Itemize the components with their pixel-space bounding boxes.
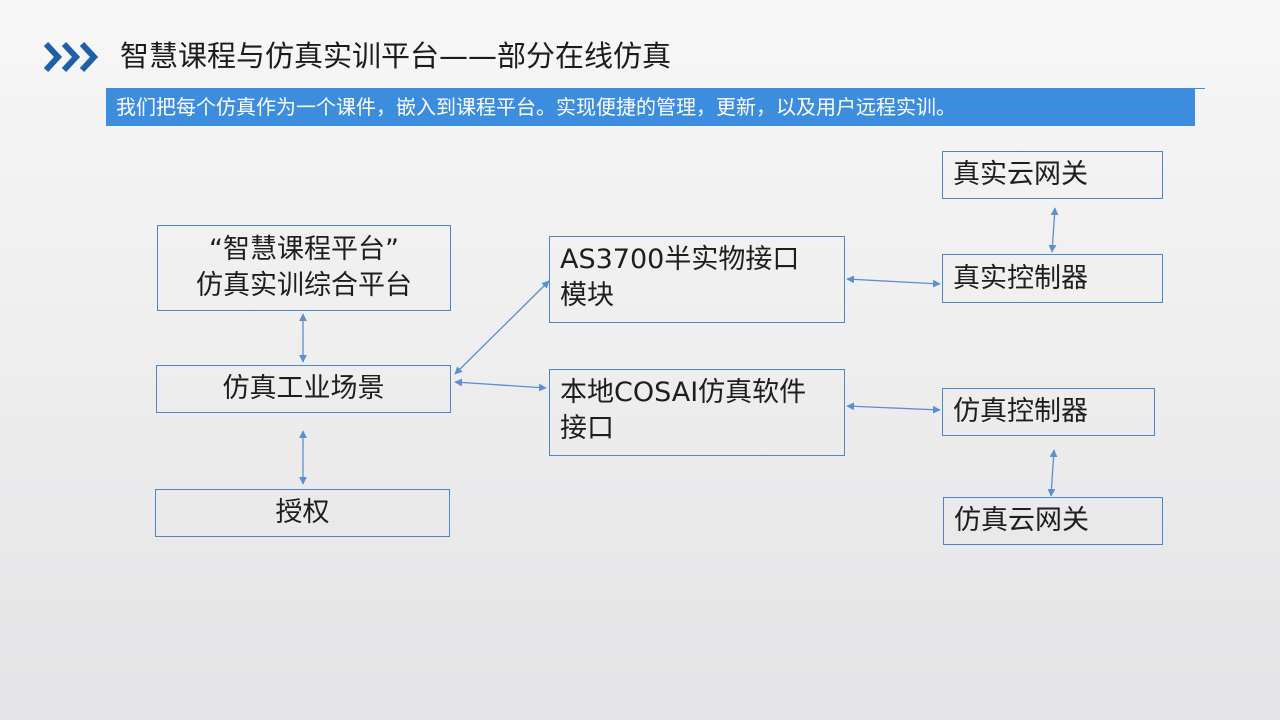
node-sim-controller: 仿真控制器 [942, 388, 1155, 436]
edge-cosai-sim-controller [846, 402, 941, 414]
node-platform: “智慧课程平台” 仿真实训综合平台 [157, 225, 451, 311]
edge-industrial-scene-as3700 [454, 280, 550, 375]
edge-sim-controller-sim-gateway [1047, 449, 1058, 497]
subtitle-banner: 我们把每个仿真作为一个课件，嵌入到课程平台。实现便捷的管理，更新，以及用户远程实… [106, 88, 1195, 126]
node-as3700-module: AS3700半实物接口 模块 [549, 236, 845, 323]
node-industrial-scene: 仿真工业场景 [156, 365, 451, 413]
edge-industrial-scene-cosai [454, 378, 547, 392]
node-cosai-interface: 本地COSAI仿真软件 接口 [549, 369, 845, 456]
node-authorization: 授权 [155, 489, 450, 537]
triple-chevron-right-icon [44, 41, 99, 73]
edge-as3700-real-controller [846, 275, 941, 288]
node-real-gateway: 真实云网关 [942, 151, 1163, 199]
node-sim-gateway: 仿真云网关 [943, 497, 1163, 545]
subtitle-rule [1195, 88, 1205, 89]
node-real-controller: 真实控制器 [942, 254, 1163, 303]
edge-real-gateway-real-controller [1048, 207, 1059, 253]
page-title: 智慧课程与仿真实训平台——部分在线仿真 [120, 39, 672, 73]
